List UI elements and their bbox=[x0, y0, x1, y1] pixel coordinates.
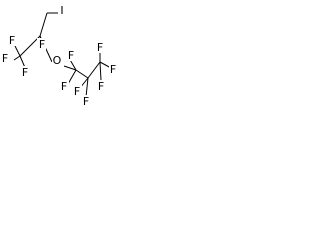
atom-fluorine-c4-top: F bbox=[68, 49, 74, 62]
atom-fluorine-c5-bottom: F bbox=[83, 95, 89, 108]
bond-c2-cf3 bbox=[19, 35, 41, 57]
bond-c5-f-bottom bbox=[85, 77, 89, 98]
bond-c4-f-bottom bbox=[67, 69, 77, 85]
atom-iodine: I bbox=[60, 4, 63, 17]
atom-fluorine-c4-bottom: F bbox=[61, 80, 67, 93]
molecule-svg: I F F F F O F F F F F F F bbox=[1, 4, 118, 108]
atom-fluorine-c2: F bbox=[39, 38, 45, 51]
bond-c5-c6 bbox=[87, 61, 101, 79]
bond-o-c4 bbox=[63, 65, 77, 71]
atom-fluorine-left-top: F bbox=[9, 34, 15, 47]
structure-diagram: I F F F F O F F F F F F F bbox=[0, 0, 120, 109]
atom-fluorine-c6-right: F bbox=[110, 63, 116, 76]
atom-fluorine-c6-top: F bbox=[97, 41, 103, 54]
atom-fluorine-left-bottom: F bbox=[22, 66, 28, 79]
bond-c6-f-bottom bbox=[99, 61, 102, 81]
atom-fluorine-c6-bottom: F bbox=[98, 80, 104, 93]
bond-cf3-f-mid bbox=[13, 55, 21, 61]
bond-c4-c5 bbox=[75, 69, 89, 79]
atom-fluorine-left-mid: F bbox=[2, 52, 8, 65]
atom-layer: I F F F F O F F F F F F F bbox=[1, 4, 118, 108]
bond-ch2-c2 bbox=[39, 12, 48, 37]
atom-oxygen: O bbox=[53, 54, 62, 67]
atom-fluorine-c5-top: F bbox=[74, 85, 80, 98]
